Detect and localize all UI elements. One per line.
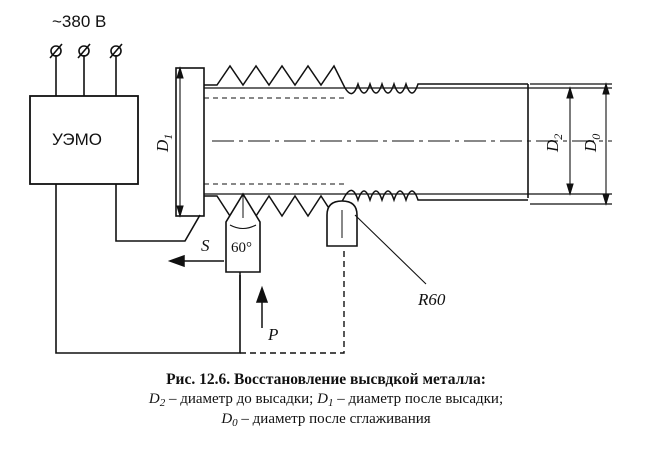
smoothed-bottom <box>344 189 528 203</box>
smoothing-tool <box>326 200 358 247</box>
supply-label: ~380 В <box>52 12 106 31</box>
angle-label: 60° <box>231 240 252 256</box>
caption-line-2: D2 – диаметр до высадки; D1 – диаметр по… <box>148 391 504 409</box>
dimension-d1 <box>176 66 184 218</box>
feed-label: S <box>201 236 210 255</box>
dashed-wire <box>240 248 345 354</box>
force-arrow <box>255 285 269 328</box>
workpiece-flange <box>175 67 205 217</box>
dim-d1-label: D1 <box>153 134 175 153</box>
caption-line-3: D0 – диаметр после сглаживания <box>221 411 431 429</box>
force-label: P <box>267 325 278 344</box>
feed-arrow <box>167 254 224 268</box>
dim-d2-label: D2 <box>543 134 565 153</box>
controller-box <box>29 95 139 185</box>
upsetting-tool <box>225 192 261 273</box>
workpiece <box>175 64 612 218</box>
radius-leader <box>354 214 427 285</box>
dimension-d2 <box>566 86 574 196</box>
thread-bottom <box>204 194 346 218</box>
smoothed-top <box>344 81 528 95</box>
caption-title: Рис. 12.6. Восстановление высвдкой метал… <box>166 371 486 388</box>
power-terminals <box>49 43 123 96</box>
thread-top <box>204 64 346 89</box>
restoration-diagram: ~380 В УЭМО D1 <box>29 12 612 354</box>
wiring <box>55 184 241 354</box>
controller-label: УЭМО <box>52 130 102 149</box>
radius-label: R60 <box>417 290 446 309</box>
dim-d0-label: D0 <box>581 134 603 153</box>
dimension-d0 <box>602 82 610 206</box>
